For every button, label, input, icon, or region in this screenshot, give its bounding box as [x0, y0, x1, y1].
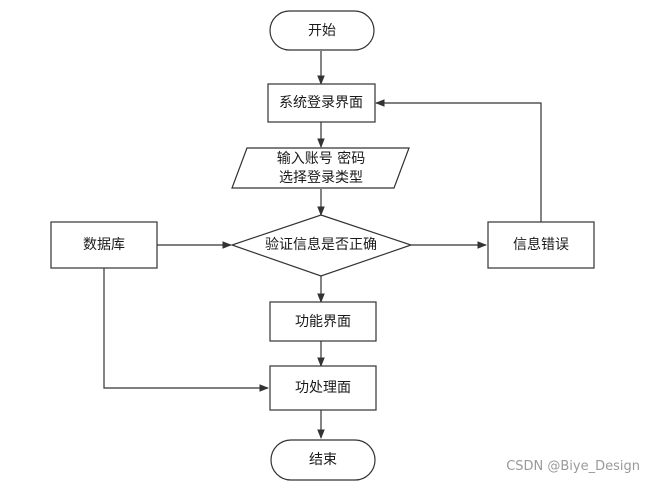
- watermark-text: CSDN @Biye_Design: [506, 459, 640, 474]
- process-label: 功处理面: [295, 380, 351, 396]
- login-page-label: 系统登录界面: [279, 95, 363, 111]
- edge-error-to-login: [375, 99, 542, 222]
- verify-label: 验证信息是否正确: [265, 236, 377, 253]
- input-label-line1: 输入账号 密码: [277, 150, 365, 167]
- edge-database-to-process: [103, 268, 269, 392]
- login-page-node: 系统登录界面: [267, 83, 376, 123]
- error-label: 信息错误: [513, 236, 569, 253]
- end-label: 结束: [309, 452, 337, 468]
- process-node: 功处理面: [269, 365, 377, 411]
- function-page-label: 功能界面: [295, 314, 351, 330]
- database-node: 数据库: [50, 221, 158, 269]
- start-label: 开始: [308, 23, 336, 39]
- input-label-line2: 选择登录类型: [279, 170, 363, 186]
- input-node: 输入账号 密码 选择登录类型: [231, 147, 410, 189]
- database-label: 数据库: [83, 237, 125, 253]
- error-node: 信息错误: [487, 221, 595, 269]
- end-node: 结束: [270, 439, 376, 481]
- start-node: 开始: [269, 10, 375, 51]
- verify-decision-node: 验证信息是否正确: [230, 214, 413, 277]
- function-page-node: 功能界面: [269, 301, 377, 342]
